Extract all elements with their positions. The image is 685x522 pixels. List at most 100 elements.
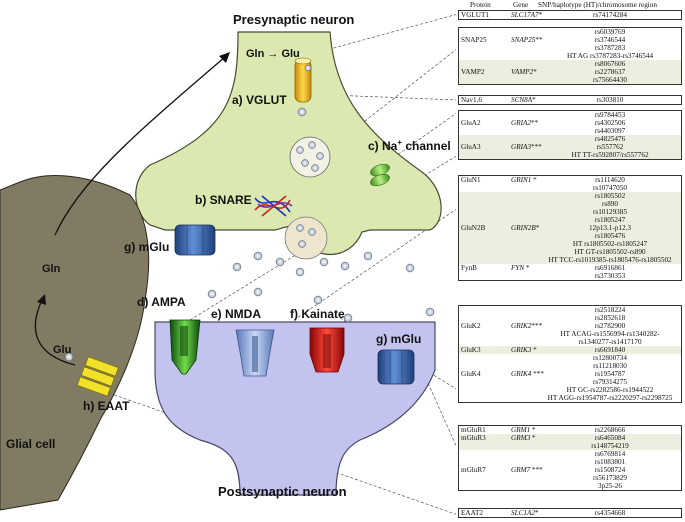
- significance-mark: **: [530, 119, 539, 127]
- protein-cell: FynB: [461, 264, 477, 272]
- protein-cell: GluA2: [461, 119, 481, 127]
- protein-cell: VAMP2: [461, 68, 485, 76]
- snp-cell: rs2852618: [594, 314, 626, 322]
- gln-arrow: [54, 56, 226, 236]
- gene-cell: GRM7 ***: [511, 466, 543, 474]
- postsynaptic-label: Postsynaptic neuron: [218, 484, 347, 499]
- gene-name: SCN8A: [511, 96, 533, 104]
- ampa-label: d) AMPA: [137, 295, 186, 309]
- significance-mark: *: [533, 68, 537, 76]
- snp-cell: rs1083801: [594, 458, 626, 466]
- snp-cell: rs1508724: [594, 466, 626, 474]
- snp-cell: rs890: [602, 200, 618, 208]
- presynaptic-label: Presynaptic neuron: [233, 12, 354, 27]
- snp-cell: rs10129385: [593, 208, 627, 216]
- gene-name: GRM3: [511, 434, 531, 442]
- protein-cell: VGLUT1: [461, 11, 489, 19]
- snp-cell: rs3746544: [594, 36, 626, 44]
- mglu-receptor-postsynaptic: [377, 349, 415, 385]
- mglu-post-label: g) mGlu: [376, 332, 421, 346]
- na-channel: [370, 163, 390, 187]
- protein-cell: mGluR1: [461, 426, 486, 434]
- snp-cell: 3p25-26: [598, 482, 622, 490]
- nmda-receptor: [235, 329, 275, 377]
- significance-mark: *: [532, 96, 536, 104]
- snp-cell: rs3730353: [594, 272, 626, 280]
- snp-cell: HT AGG-rs1954787-rs2220297-rs2298725: [547, 394, 673, 402]
- snp-cell: HT rs1805502-rs1805247: [572, 240, 648, 248]
- na-channel-label: c) Na+ channel: [368, 138, 451, 153]
- header-gene: Gene: [513, 1, 529, 9]
- snp-cell: rs303810: [596, 96, 624, 104]
- eaat-transporter: [76, 356, 119, 397]
- significance-mark: *: [531, 176, 537, 184]
- snp-cell: rs56173829: [593, 474, 627, 482]
- significance-mark: ***: [530, 466, 543, 474]
- snp-cell: rs3787283: [594, 44, 626, 52]
- snp-cell: HT ACAG-rs1556994-rs1340282-: [560, 330, 660, 338]
- gene-cell: GRIK4 ***: [511, 370, 544, 378]
- protein-cell: mGluR3: [461, 434, 486, 442]
- snp-cell: rs4825476: [594, 135, 626, 143]
- kainate-receptor: [309, 327, 345, 373]
- snp-cell: HT AG rs3787283-rs3746544: [566, 52, 654, 60]
- kainate-label: f) Kainate: [290, 307, 345, 321]
- gene-cell: GRIK2***: [511, 322, 542, 330]
- table-header: Protein Gene SNP/haplotype (HT)/chromoso…: [458, 1, 682, 9]
- gene-name: GRIA2: [511, 119, 531, 127]
- vglut-transporter: [294, 57, 312, 117]
- snp-cell: rs79314275: [593, 378, 627, 386]
- gene-cell: VAMP2*: [511, 68, 537, 76]
- significance-mark: ***: [531, 322, 543, 330]
- significance-mark: ***: [531, 370, 544, 378]
- snp-cell: rs10747050: [593, 184, 627, 192]
- snp-cell: rs148754219: [591, 442, 629, 450]
- significance-mark: *: [538, 11, 543, 19]
- gln-arrowhead: [219, 52, 230, 63]
- gene-name: SLC17A7: [511, 11, 539, 19]
- gene-name: GRIA3: [511, 143, 531, 151]
- gln-label: Gln: [42, 263, 61, 275]
- snp-cell: rs1114620: [595, 176, 625, 184]
- snp-cell: rs9784453: [594, 111, 626, 119]
- snp-cell: rs1805502: [594, 192, 626, 200]
- snp-cell: rs8067606: [594, 60, 626, 68]
- snp-cell: HT GC-rs2282586-rs1944522: [566, 386, 654, 394]
- gene-cell: GRIA3***: [511, 143, 542, 151]
- gene-cell: GRIN1 *: [511, 176, 537, 184]
- gene-name: VAMP2: [511, 68, 534, 76]
- protein-cell: GluN2B: [461, 224, 486, 232]
- snp-cell: rs557762: [596, 143, 624, 151]
- significance-mark: *: [534, 509, 539, 517]
- gene-group-box: Nav1.6 SCN8A* rs303810: [458, 95, 682, 105]
- snp-cell: rs4302506: [594, 119, 626, 127]
- snp-cell: rs1340277-rs1417170: [578, 338, 642, 346]
- protein-cell: SNAP25: [461, 36, 487, 44]
- snp-cell: rs11218030: [593, 362, 627, 370]
- gene-cell: GRIN2B*: [511, 224, 539, 232]
- gene-cell: SCN8A*: [511, 96, 536, 104]
- snp-cell: rs6769814: [594, 450, 626, 458]
- postsynaptic-neuron-body: [154, 321, 436, 496]
- snp-cell: rs75664430: [593, 76, 627, 84]
- gene-cell: SLC17A7*: [511, 11, 542, 19]
- protein-cell: Nav1.6: [461, 96, 482, 104]
- significance-mark: *: [530, 434, 536, 442]
- snare-complex: [254, 195, 293, 217]
- gene-name: GRM7: [511, 466, 531, 474]
- gln-glu-label: Gln → Glu: [246, 48, 300, 60]
- gene-name: GRIN2B: [511, 224, 536, 232]
